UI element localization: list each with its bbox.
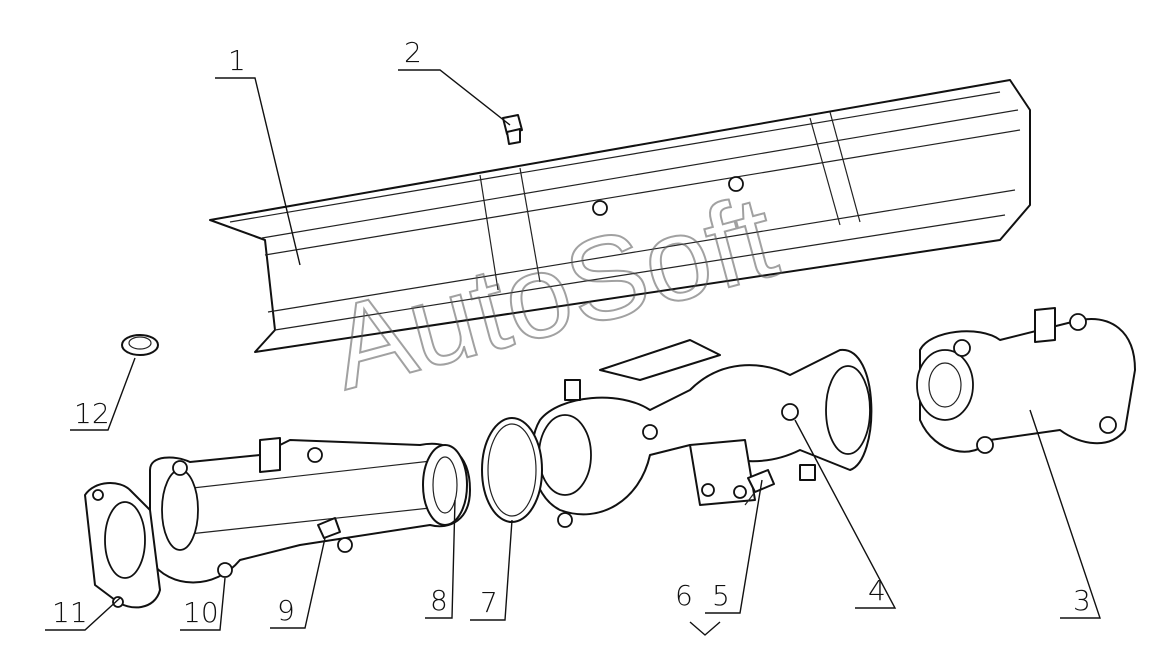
callout-label: 1 bbox=[228, 44, 246, 77]
callout-6: 6 bbox=[675, 579, 721, 636]
callout-3: 3 bbox=[1029, 409, 1101, 619]
inlet-pipe-part-10 bbox=[149, 437, 471, 584]
callout-11: 11 bbox=[45, 596, 121, 631]
callout-label: 4 bbox=[868, 574, 886, 607]
callout-label: 3 bbox=[1073, 584, 1091, 617]
pipe-sleeve-part-8 bbox=[422, 444, 468, 526]
heat-shield-part-1 bbox=[209, 79, 1031, 353]
outlet-pipe-part-3 bbox=[916, 307, 1136, 454]
callout-label: 7 bbox=[480, 586, 498, 619]
bolt-part-9 bbox=[317, 517, 341, 539]
callout-4: 4 bbox=[794, 419, 897, 609]
bolt-part-5 bbox=[744, 469, 775, 506]
callout-8: 8 bbox=[425, 499, 456, 619]
callout-label: 6 bbox=[675, 579, 693, 612]
callout-1: 1 bbox=[215, 44, 301, 266]
callout-label: 2 bbox=[404, 36, 422, 69]
callout-2: 2 bbox=[398, 36, 511, 126]
callout-label: 8 bbox=[430, 584, 448, 617]
callout-label: 5 bbox=[712, 579, 730, 612]
callout-10: 10 bbox=[180, 577, 226, 631]
callout-5: 5 bbox=[705, 479, 763, 614]
callout-12: 12 bbox=[70, 357, 136, 431]
callout-label: 10 bbox=[183, 596, 219, 629]
bolt-part-2 bbox=[502, 114, 523, 145]
callout-9: 9 bbox=[270, 537, 326, 629]
callout-label: 9 bbox=[277, 594, 295, 627]
cap-part-12 bbox=[121, 334, 159, 356]
gasket-part-11 bbox=[84, 482, 161, 609]
o-ring-part-7 bbox=[481, 417, 543, 523]
callout-7: 7 bbox=[470, 519, 513, 621]
callout-label: 11 bbox=[52, 596, 88, 629]
center-manifold-part-4 bbox=[530, 339, 873, 528]
callout-label: 12 bbox=[74, 397, 110, 430]
